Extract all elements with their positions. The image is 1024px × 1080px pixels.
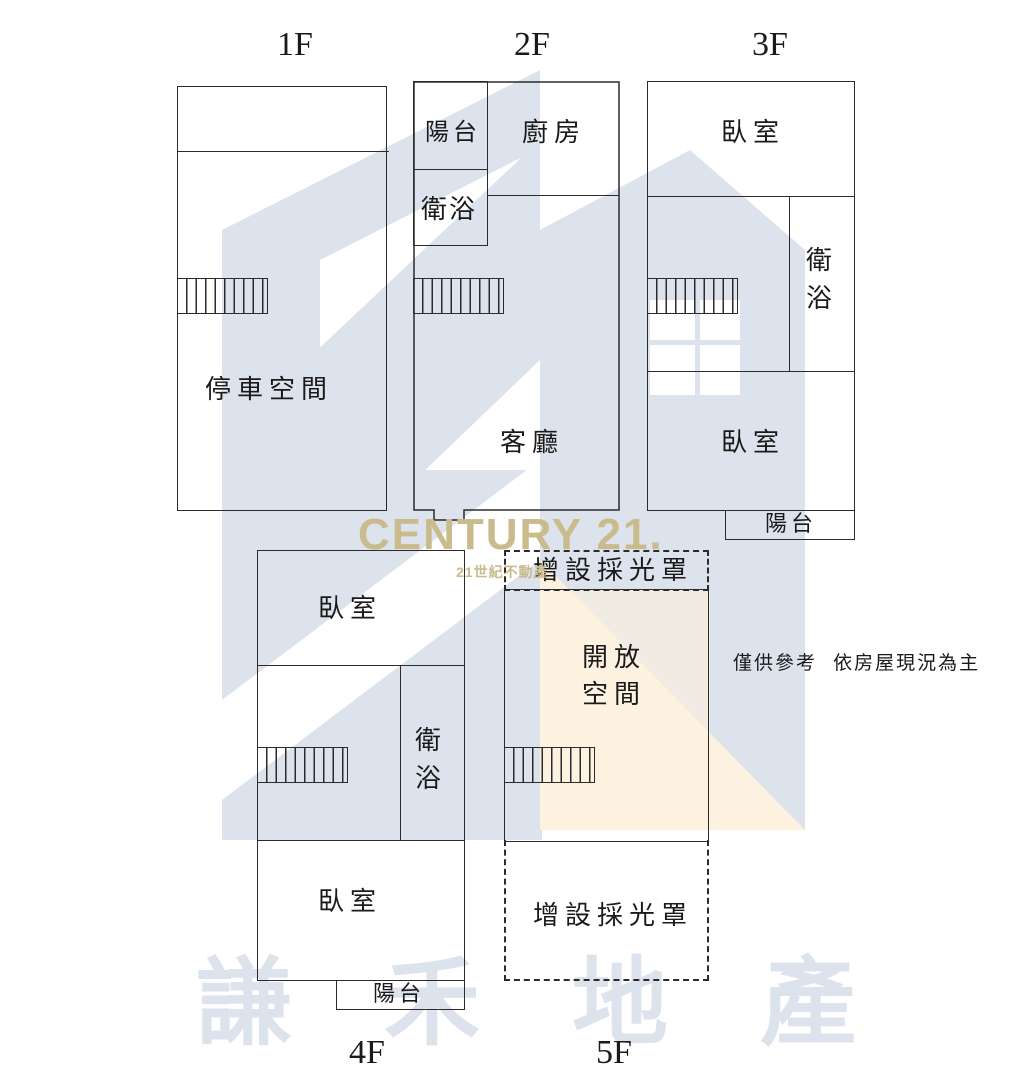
brand-watermark: CENTURY 21. bbox=[358, 510, 664, 559]
open-space-label-line2: 空間 bbox=[582, 680, 647, 710]
wall bbox=[647, 196, 855, 197]
company-char: 地 bbox=[572, 947, 668, 1059]
stairs-icon bbox=[177, 278, 268, 314]
skylight-bottom bbox=[504, 840, 709, 981]
wall bbox=[789, 196, 790, 372]
room-bathroom bbox=[413, 169, 488, 246]
open-space-label-line1: 開放 bbox=[582, 643, 647, 673]
company-watermark: 謙 禾 地 產 bbox=[196, 925, 856, 1064]
skylight-top-label: 增設採光罩 bbox=[533, 556, 694, 586]
room-bathroom-text: 衛浴 bbox=[414, 726, 441, 794]
stairs-icon bbox=[647, 278, 738, 314]
room-kitchen-label: 廚房 bbox=[522, 118, 587, 148]
skylight-bottom-label: 增設採光罩 bbox=[533, 901, 694, 931]
room-bedroom-label: 臥室 bbox=[721, 428, 786, 458]
wall bbox=[177, 151, 389, 152]
floor-label-2f: 2F bbox=[514, 26, 550, 63]
room-bedroom-label: 臥室 bbox=[721, 118, 786, 148]
wall bbox=[257, 840, 465, 841]
stairs-icon bbox=[413, 278, 504, 314]
floor-label-4f: 4F bbox=[349, 1034, 385, 1071]
stairs-icon bbox=[257, 747, 348, 783]
room-balcony bbox=[336, 980, 465, 1010]
room-bathroom-label: 衛浴 bbox=[804, 242, 834, 318]
room-balcony-label: 陽台 bbox=[765, 512, 818, 537]
stairs-icon bbox=[504, 747, 595, 783]
room-bathroom-label: 衛浴 bbox=[421, 195, 478, 225]
room-balcony bbox=[725, 510, 855, 540]
floor-label-3f: 3F bbox=[752, 26, 788, 63]
company-char: 產 bbox=[760, 947, 856, 1059]
floor-5f-plan bbox=[504, 589, 709, 842]
wall bbox=[647, 371, 855, 372]
brand-sub-watermark: 21世紀不動產 bbox=[456, 564, 549, 580]
room-bedroom-label: 臥室 bbox=[318, 887, 383, 917]
room-parking: 停車空間 bbox=[205, 375, 334, 405]
wall bbox=[257, 665, 465, 666]
room-balcony-label: 陽台 bbox=[373, 982, 426, 1007]
room-bathroom-text: 衛浴 bbox=[805, 246, 832, 314]
floor-label-1f: 1F bbox=[277, 26, 313, 63]
floor-label-5f: 5F bbox=[596, 1034, 632, 1071]
room-living-label: 客廳 bbox=[500, 428, 565, 458]
disclaimer-note: 僅供參考 依房屋現況為主 bbox=[733, 652, 981, 674]
room-balcony-label: 陽台 bbox=[425, 118, 481, 146]
company-char: 謙 bbox=[196, 947, 292, 1059]
room-bedroom-label: 臥室 bbox=[318, 594, 383, 624]
skylight-top bbox=[504, 550, 709, 591]
wall bbox=[487, 195, 619, 196]
room-bathroom-label: 衛浴 bbox=[413, 722, 443, 798]
wall bbox=[400, 665, 401, 841]
floor-2f-plan bbox=[413, 81, 620, 521]
